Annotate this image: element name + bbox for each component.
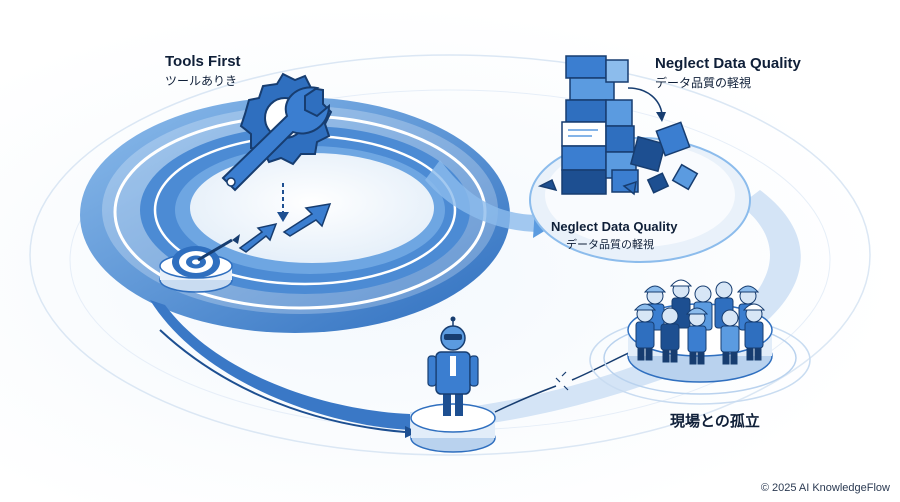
- outer-guide-ring: [29, 54, 871, 456]
- falling-arrow: [627, 87, 663, 115]
- flow-band-upper: [425, 160, 540, 232]
- isolation-label: 現場との孤立: [670, 412, 760, 430]
- tools-first-subtitle: ツールありき: [165, 74, 238, 88]
- dashed-arrowhead: [277, 212, 289, 222]
- puzzle-tower-icon: [537, 55, 699, 196]
- broken-link-left: [494, 385, 557, 413]
- wrench-gear-icon: [221, 72, 333, 192]
- trend-arrows: [238, 203, 332, 253]
- data-quality-subtitle-mid: データ品質の軽視: [566, 238, 654, 251]
- falling-arrowhead: [656, 112, 666, 122]
- target-icon: [159, 234, 240, 293]
- data-quality-subtitle-top: データ品質の軽視: [655, 76, 752, 90]
- flow-band-bottom: [150, 300, 410, 430]
- worker-group-icon: [633, 279, 766, 365]
- flow-line-bottom: [159, 329, 406, 433]
- isolated-person-icon: [410, 316, 496, 453]
- copyright-text: © 2025 AI KnowledgeFlow: [760, 482, 890, 494]
- data-quality-title-top: Neglect Data Quality: [655, 55, 801, 72]
- data-quality-title-mid: Neglect Data Quality: [551, 219, 678, 234]
- break-sparks: [555, 371, 569, 391]
- tools-first-title: Tools First: [165, 53, 241, 70]
